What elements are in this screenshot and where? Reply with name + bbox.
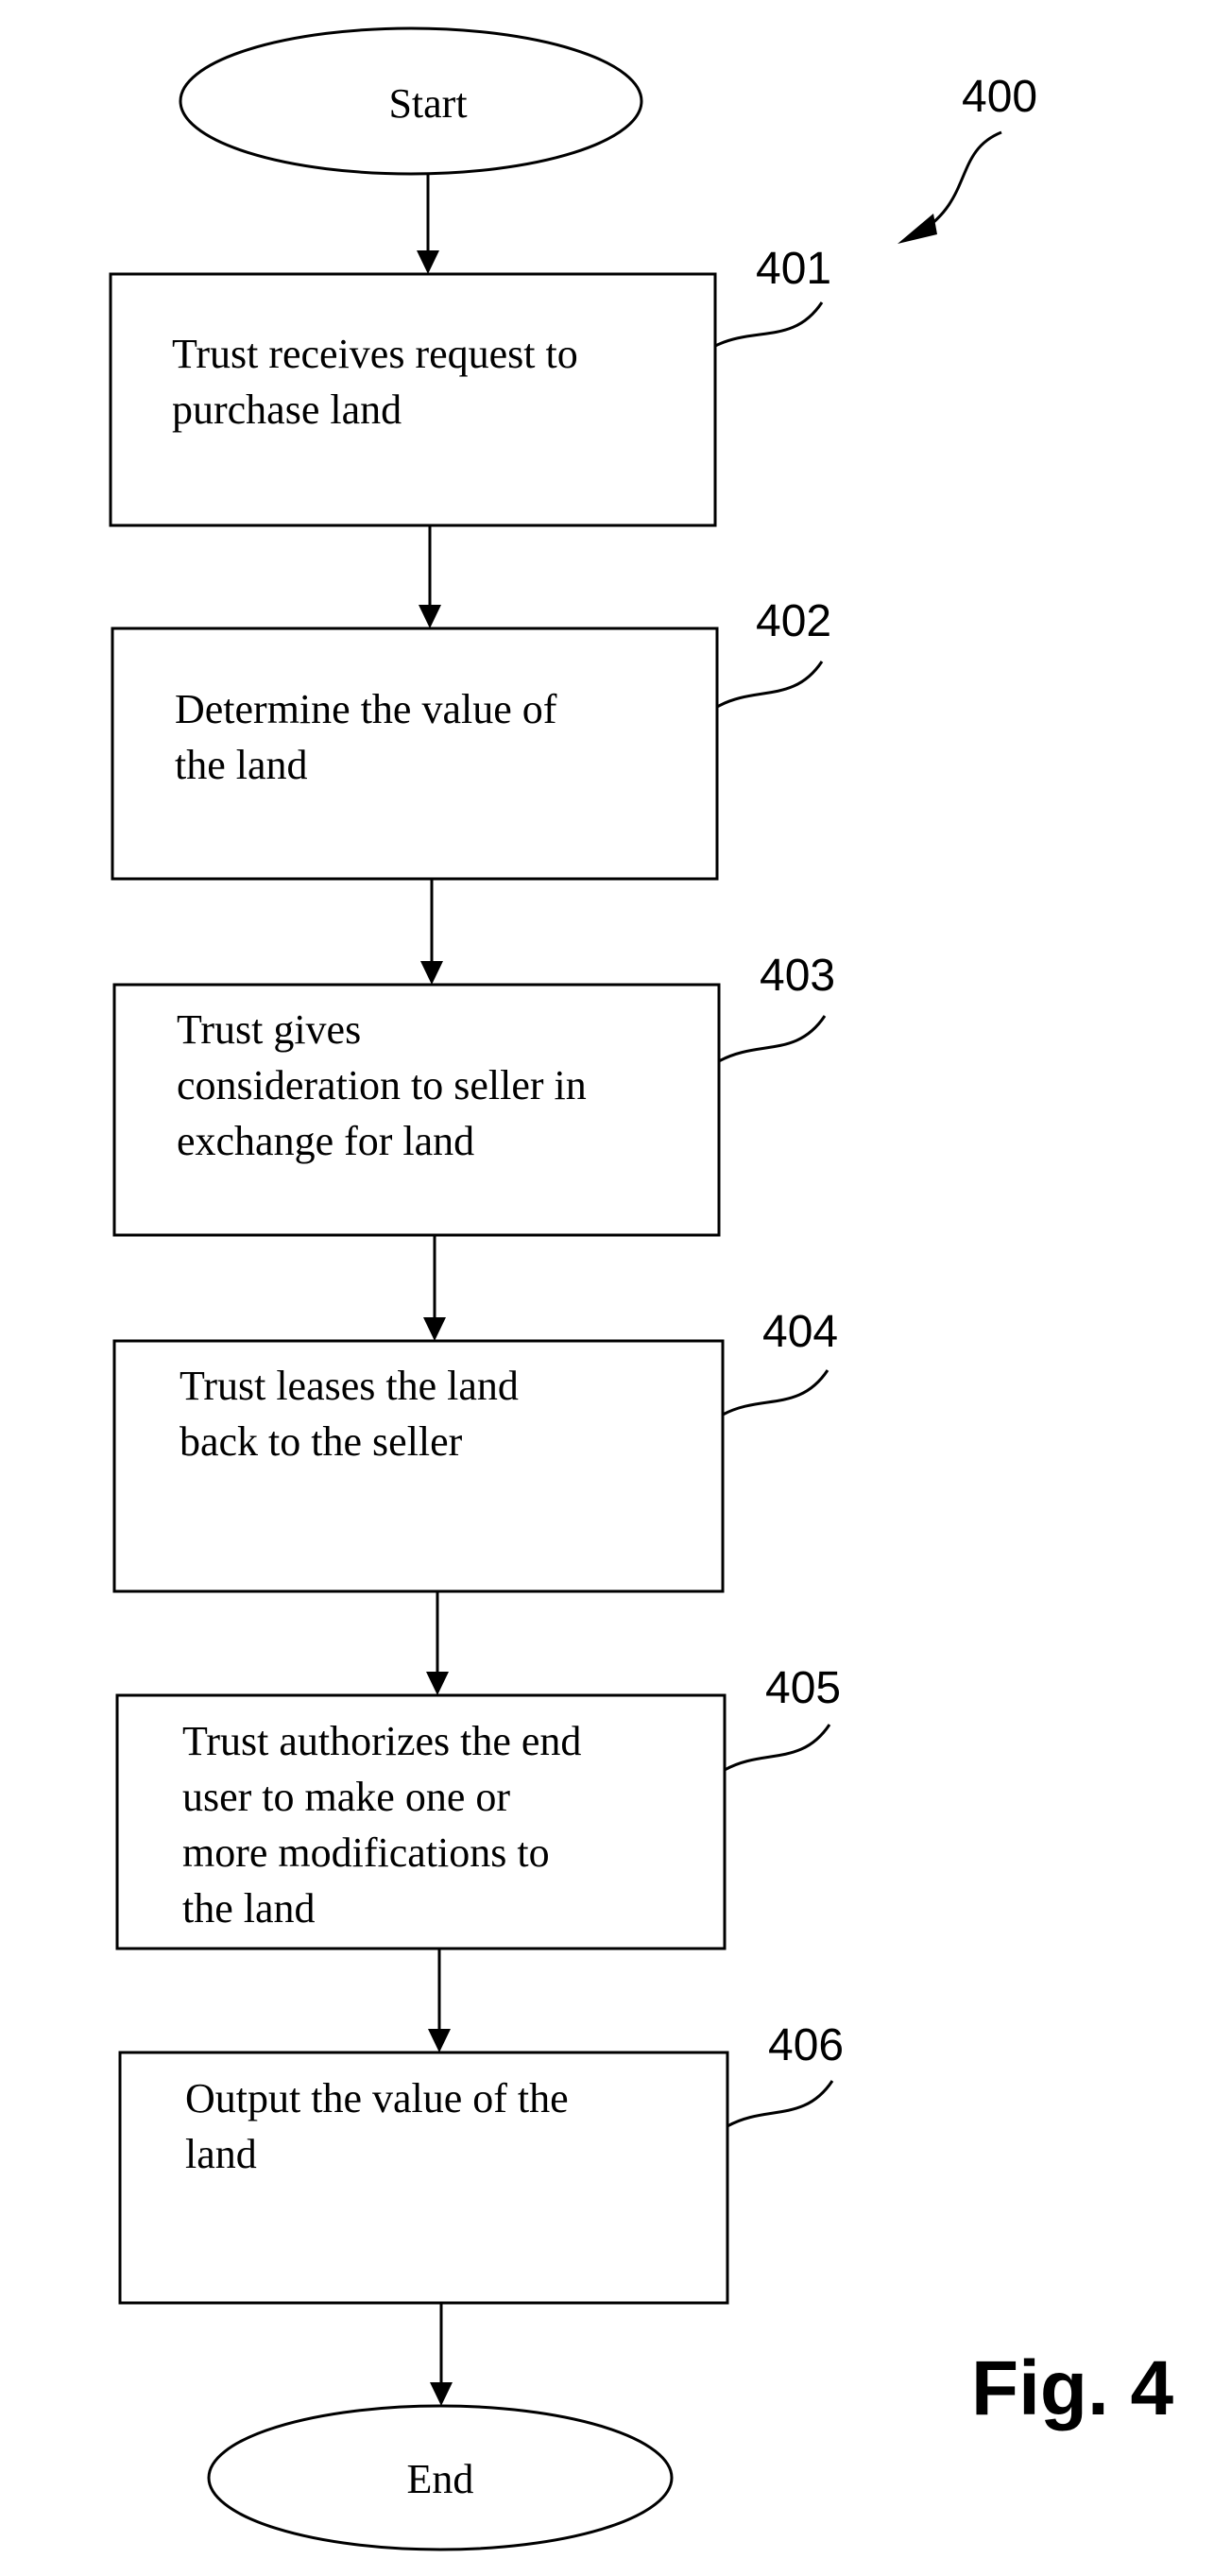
- end-label: End: [407, 2456, 474, 2502]
- step-box-402: Determine the value of the land: [112, 628, 717, 879]
- connector-401-to-402: [419, 525, 441, 628]
- start-label: Start: [388, 80, 467, 127]
- leader-line-402: [717, 661, 822, 707]
- step-ref-406: 406: [768, 2020, 844, 2070]
- figure-reference-number: 400: [962, 72, 1037, 122]
- step-box-404: Trust leases the land back to the seller: [114, 1341, 723, 1591]
- leader-line-403: [719, 1016, 825, 1061]
- leader-line-405: [725, 1725, 829, 1770]
- step-box-405: Trust authorizes the end user to make on…: [117, 1695, 725, 1949]
- figure-reference-arrow: [898, 132, 1001, 244]
- step-ref-405: 405: [765, 1663, 841, 1713]
- connector-405-to-406: [428, 1949, 451, 2052]
- figure-label: Fig. 4: [971, 2345, 1174, 2431]
- connector-406-to-end: [430, 2303, 453, 2406]
- leader-line-406: [727, 2081, 832, 2126]
- step-ref-403: 403: [760, 951, 835, 1001]
- connector-403-to-404: [423, 1235, 446, 1341]
- step-box-403: Trust gives consideration to seller in e…: [114, 985, 719, 1235]
- step-box-406: Output the value of the land: [120, 2052, 727, 2303]
- end-terminal: End: [209, 2406, 672, 2550]
- connector-404-to-405: [426, 1591, 449, 1695]
- connector-start-to-401: [417, 174, 439, 274]
- step-box-401: Trust receives request to purchase land: [111, 274, 715, 525]
- leader-line-401: [715, 302, 822, 346]
- connector-402-to-403: [420, 879, 443, 985]
- leader-line-404: [723, 1370, 828, 1415]
- step-ref-404: 404: [762, 1307, 838, 1357]
- start-terminal: Start: [180, 28, 641, 174]
- step-ref-402: 402: [756, 596, 831, 646]
- step-ref-401: 401: [756, 244, 831, 294]
